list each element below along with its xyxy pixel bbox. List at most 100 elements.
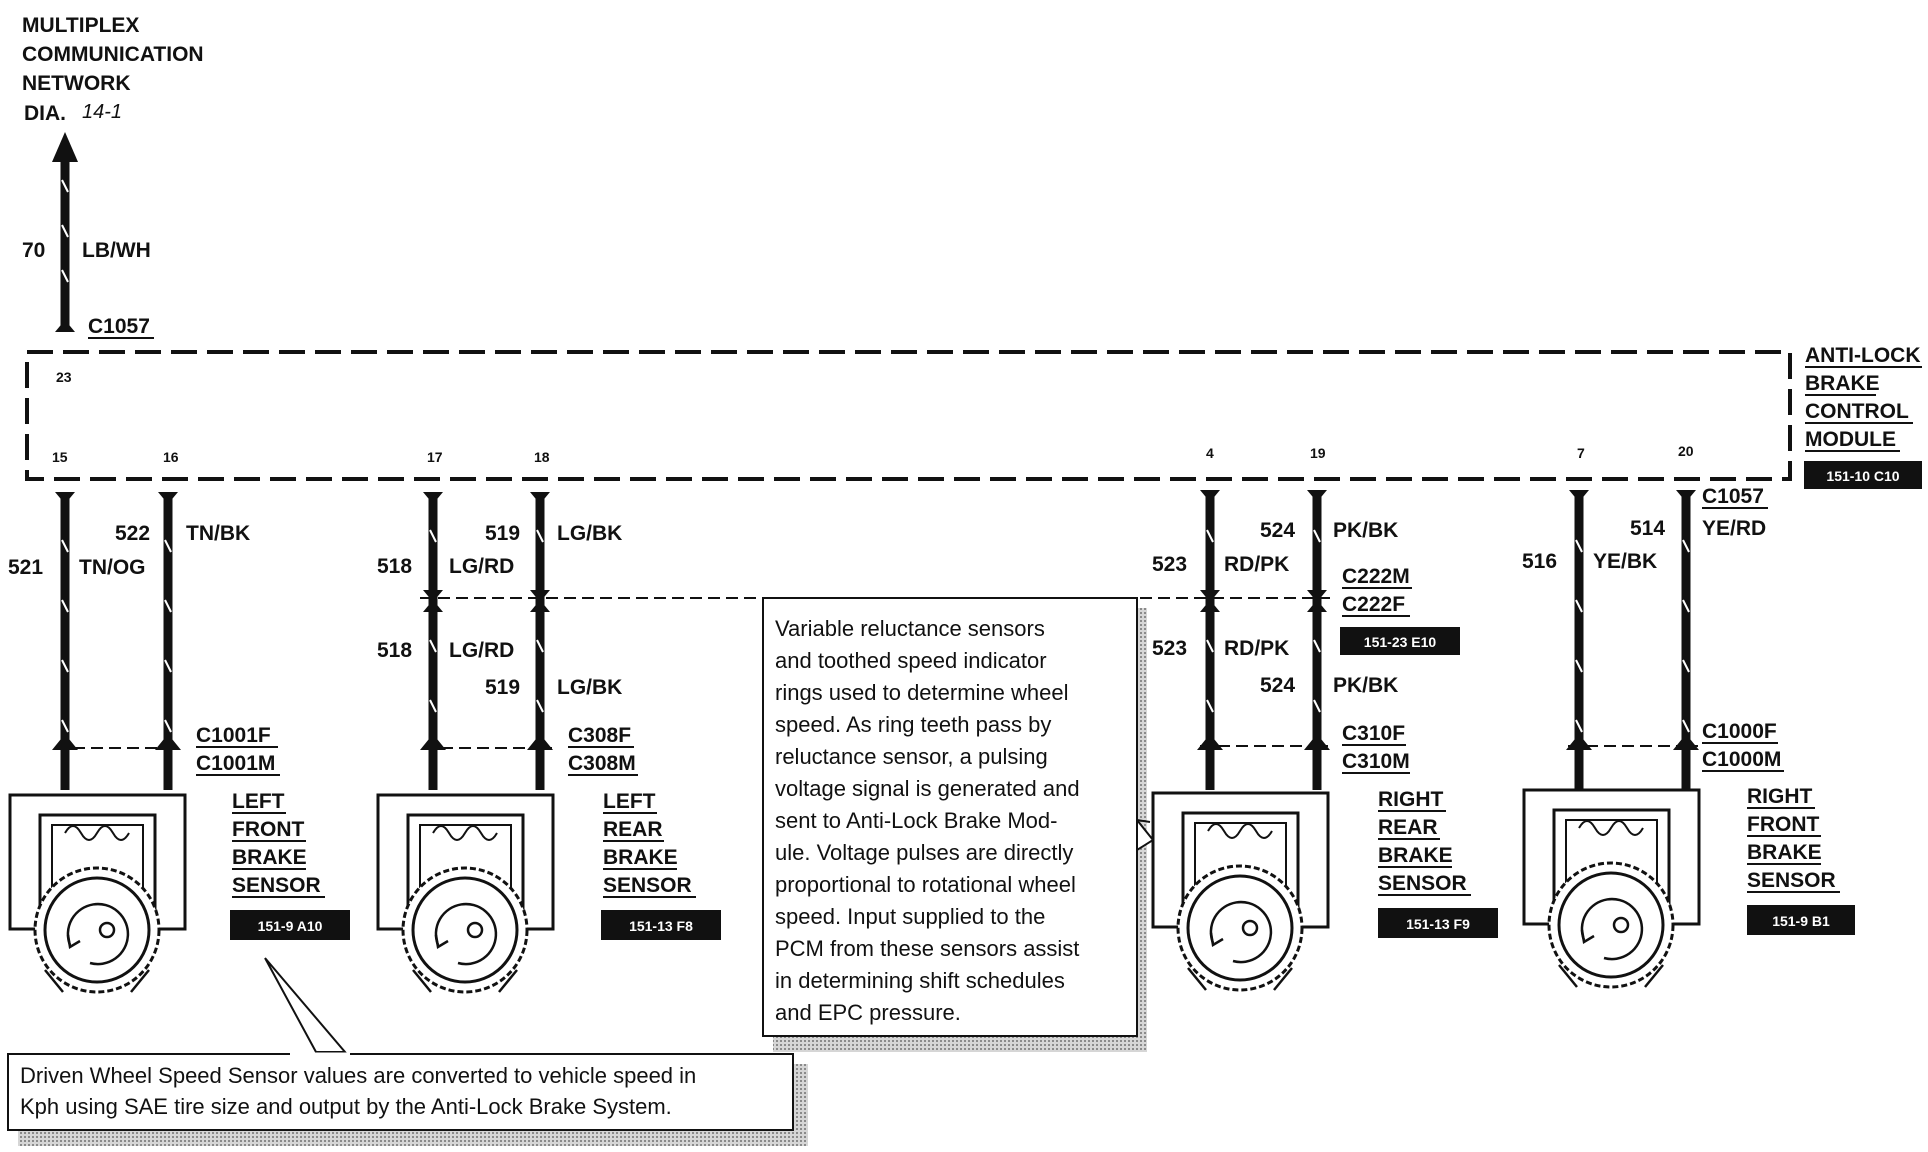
rr-ref-box bbox=[1378, 908, 1498, 938]
lr-name-3: BRAKE bbox=[603, 846, 678, 869]
lf-name-1: LEFT bbox=[232, 790, 285, 813]
wire-labels: 521 TN/OG 522 TN/BK 518 LG/RD 519 LG/BK … bbox=[8, 517, 1766, 699]
rr-wire-a-circuit-lower: 523 bbox=[1152, 637, 1187, 660]
rr-wire-a-color-lower: RD/PK bbox=[1224, 637, 1289, 660]
dia-label: DIA. bbox=[24, 102, 66, 125]
rr-connector-m: C310M bbox=[1342, 750, 1410, 773]
sensor-left-rear: LEFT REAR BRAKE SENSOR 151-13 F8 bbox=[376, 790, 721, 994]
pin-19: 19 bbox=[1310, 445, 1326, 461]
lr-name-1: LEFT bbox=[603, 790, 656, 813]
lr-wire-a-color: LG/RD bbox=[449, 555, 514, 578]
network-wire-color: LB/WH bbox=[82, 239, 151, 262]
rr-wire-b-color-lower: PK/BK bbox=[1333, 674, 1398, 697]
network-circuit: 70 bbox=[22, 239, 45, 262]
rf-ref: 151-9 B1 bbox=[1772, 913, 1830, 929]
rr-name-3: BRAKE bbox=[1378, 844, 1453, 867]
connector-labels: C1057 C222M C222F 151-23 E10 C1001F C100… bbox=[196, 485, 1784, 776]
lr-name-2: REAR bbox=[603, 818, 663, 841]
pin-20: 20 bbox=[1678, 443, 1694, 459]
lr-wire-b-color: LG/BK bbox=[557, 522, 622, 545]
lf-wire-b-circuit: 522 bbox=[115, 522, 150, 545]
reluctance-line-1: Variable reluctance sensors bbox=[775, 616, 1045, 641]
lr-wire-a-circuit-lower: 518 bbox=[377, 639, 412, 662]
sensor-right-rear: RIGHT REAR BRAKE SENSOR 151-13 F9 bbox=[1151, 788, 1498, 992]
lr-wire-b-circuit-lower: 519 bbox=[485, 676, 520, 699]
arrow-up-icon bbox=[52, 132, 78, 162]
module-ref-box bbox=[1804, 461, 1922, 489]
sensor-right-front: RIGHT FRONT BRAKE SENSOR 151-9 B1 bbox=[1522, 785, 1855, 989]
pin-23: 23 bbox=[56, 369, 72, 385]
wires bbox=[52, 490, 1699, 790]
pin-18: 18 bbox=[534, 449, 550, 465]
note-box bbox=[762, 597, 1138, 1037]
sensor-left-front: LEFT FRONT BRAKE SENSOR 151-9 A10 bbox=[8, 790, 350, 994]
rr-connector-f: C310F bbox=[1342, 722, 1405, 745]
module-name-line-1: ANTI-LOCK bbox=[1805, 344, 1920, 367]
module-pins: 23 15 16 17 18 4 19 7 20 bbox=[52, 369, 1694, 465]
driven-wheel-note: Driven Wheel Speed Sensor values are con… bbox=[7, 957, 808, 1146]
rf-name-4: SENSOR bbox=[1747, 869, 1836, 892]
wheel-sensor-icon bbox=[1151, 791, 1330, 992]
rr-name-2: REAR bbox=[1378, 816, 1438, 839]
inline-connector-ref-box bbox=[1340, 627, 1460, 655]
rr-ref: 151-13 F9 bbox=[1406, 916, 1470, 932]
driven-line-2: Kph using SAE tire size and output by th… bbox=[20, 1094, 672, 1119]
module-name: ANTI-LOCK BRAKE CONTROL MODULE 151-10 C1… bbox=[1804, 344, 1922, 489]
rf-wire-b-color: YE/RD bbox=[1702, 517, 1766, 540]
lr-wire-b-circuit: 519 bbox=[485, 522, 520, 545]
rf-connector-m: C1000M bbox=[1702, 748, 1781, 771]
wheel-sensor-icon bbox=[376, 793, 555, 994]
lr-ref: 151-13 F8 bbox=[629, 918, 693, 934]
reluctance-line-8: ule. Voltage pulses are directly bbox=[775, 840, 1073, 865]
rf-ref-box bbox=[1747, 905, 1855, 935]
pin-4: 4 bbox=[1206, 445, 1214, 461]
reluctance-line-5: reluctance sensor, a pulsing bbox=[775, 744, 1048, 769]
reluctance-line-10: speed. Input supplied to the bbox=[775, 904, 1045, 929]
rf-wire-b-circuit: 514 bbox=[1630, 517, 1665, 540]
reluctance-line-7: sent to Anti-Lock Brake Mod- bbox=[775, 808, 1057, 833]
lr-wire-a-color-lower: LG/RD bbox=[449, 639, 514, 662]
reluctance-line-12: in determining shift schedules bbox=[775, 968, 1065, 993]
pin-15: 15 bbox=[52, 449, 68, 465]
inline-connector-top: C222M bbox=[1342, 565, 1410, 588]
lf-connector-f: C1001F bbox=[196, 724, 271, 747]
rr-name-1: RIGHT bbox=[1378, 788, 1444, 811]
driven-note-box bbox=[7, 1053, 794, 1131]
lr-wire-b-color-lower: LG/BK bbox=[557, 676, 622, 699]
wheel-sensor-icon bbox=[1522, 788, 1701, 989]
rr-wire-b-color: PK/BK bbox=[1333, 519, 1398, 542]
reluctance-line-6: voltage signal is generated and bbox=[775, 776, 1080, 801]
rr-wire-b-circuit-lower: 524 bbox=[1260, 674, 1295, 697]
module-name-line-2: BRAKE bbox=[1805, 372, 1880, 395]
lr-connector-f: C308F bbox=[568, 724, 631, 747]
rf-wire-a-color: YE/BK bbox=[1593, 550, 1657, 573]
reluctance-line-9: proportional to rotational wheel bbox=[775, 872, 1076, 897]
rf-name-3: BRAKE bbox=[1747, 841, 1822, 864]
lf-name-2: FRONT bbox=[232, 818, 304, 841]
module-connector-right: C1057 bbox=[1702, 485, 1764, 508]
driven-line-1: Driven Wheel Speed Sensor values are con… bbox=[20, 1063, 696, 1088]
rr-name-4: SENSOR bbox=[1378, 872, 1467, 895]
lf-wire-a-circuit: 521 bbox=[8, 556, 43, 579]
rf-name-2: FRONT bbox=[1747, 813, 1819, 836]
reluctance-line-2: and toothed speed indicator bbox=[775, 648, 1047, 673]
rf-connector-f: C1000F bbox=[1702, 720, 1777, 743]
inline-connector-ref: 151-23 E10 bbox=[1364, 634, 1437, 650]
pin-17: 17 bbox=[427, 449, 443, 465]
reluctance-line-11: PCM from these sensors assist bbox=[775, 936, 1079, 961]
lf-connector-m: C1001M bbox=[196, 752, 275, 775]
reluctance-line-4: speed. As ring teeth pass by bbox=[775, 712, 1051, 737]
reluctance-line-13: and EPC pressure. bbox=[775, 1000, 961, 1025]
network-connector: C1057 bbox=[88, 315, 150, 338]
lr-connector-m: C308M bbox=[568, 752, 636, 775]
lf-name-3: BRAKE bbox=[232, 846, 307, 869]
abs-module-box bbox=[25, 350, 1792, 481]
lf-ref: 151-9 A10 bbox=[258, 918, 323, 934]
network-title: MULTIPLEX COMMUNICATION NETWORK DIA. 14-… bbox=[22, 14, 204, 125]
lf-ref-box bbox=[230, 910, 350, 940]
dia-ref: 14-1 bbox=[82, 101, 122, 123]
lr-wire-a-circuit: 518 bbox=[377, 555, 412, 578]
lf-wire-a-color: TN/OG bbox=[79, 556, 146, 579]
reluctance-note: Variable reluctance sensors and toothed … bbox=[762, 597, 1155, 1052]
